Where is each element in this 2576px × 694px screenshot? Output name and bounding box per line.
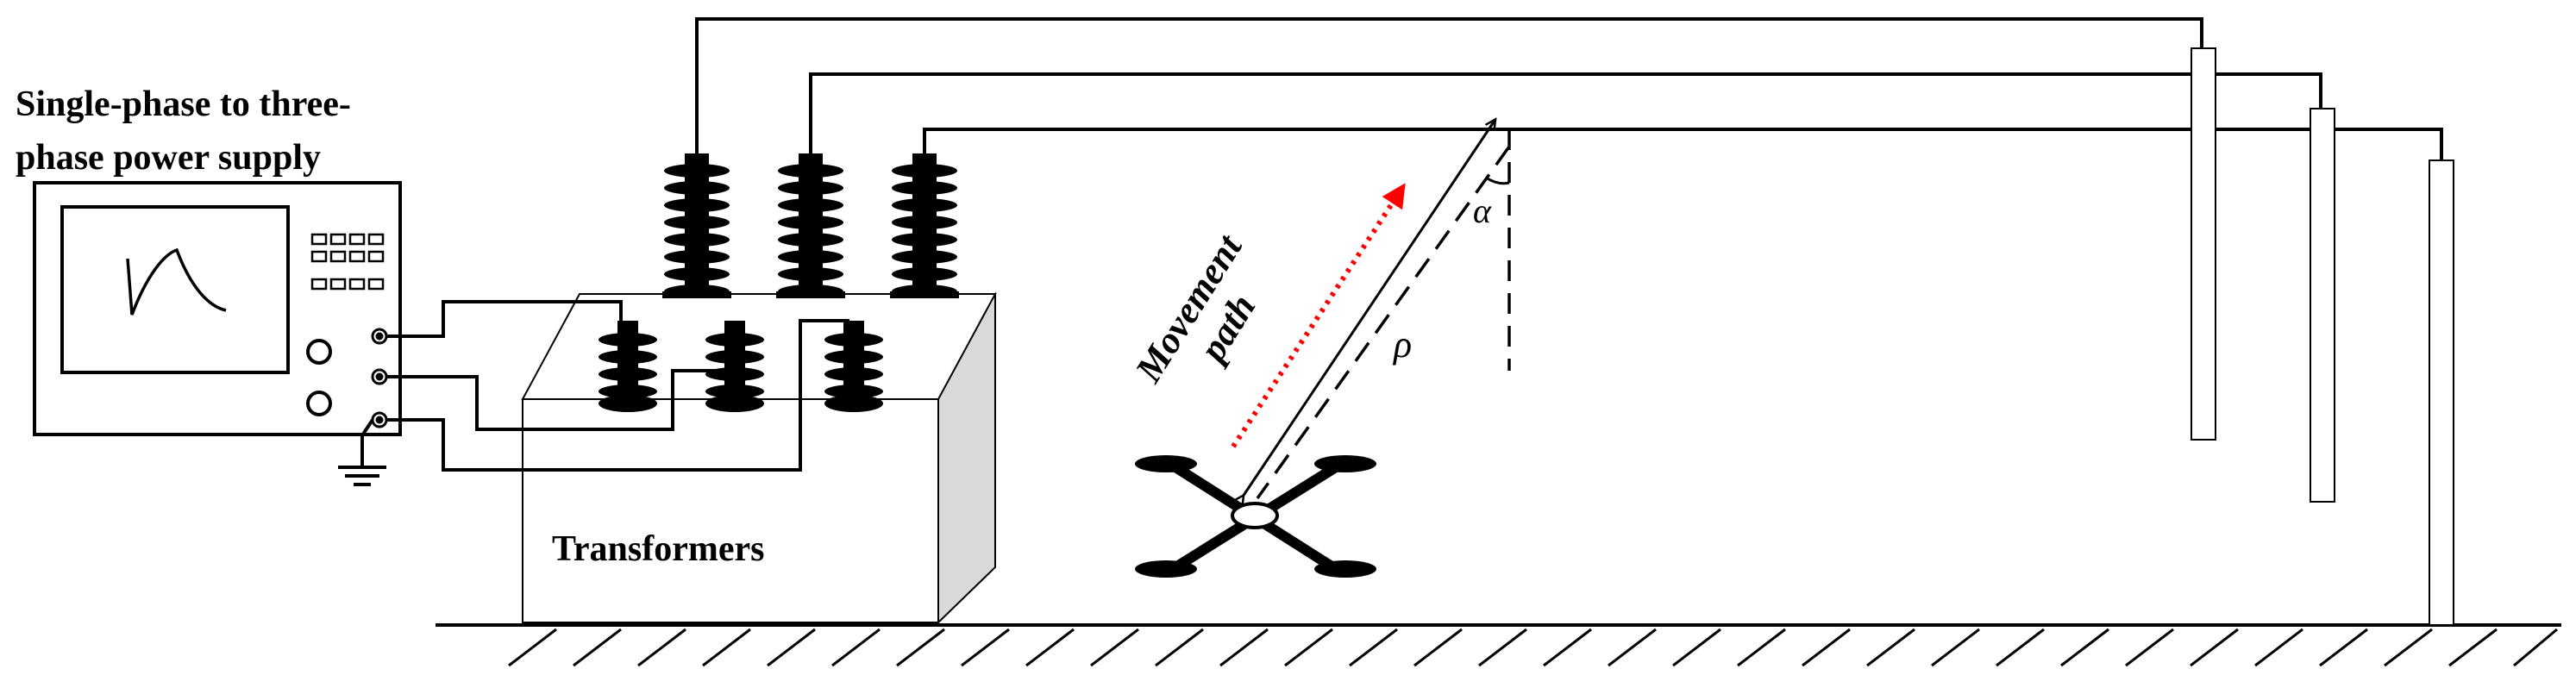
ground-icon — [338, 418, 386, 486]
transformers-label: Transformers — [552, 529, 764, 569]
distance-arrow — [1243, 121, 1495, 497]
drone-icon — [1135, 455, 1376, 578]
bushing-1 — [662, 153, 731, 298]
dial-knob-upper — [306, 339, 332, 365]
line-poles — [2191, 47, 2454, 626]
alpha-arc — [1485, 176, 1510, 185]
movement-path-label: Movement path — [1126, 226, 1263, 390]
supply-wiring — [386, 300, 849, 472]
oscilloscope-waveform-icon — [126, 247, 227, 316]
supply-label-line2: phase power supply — [16, 138, 321, 178]
overhead-lines — [695, 17, 2443, 160]
rho-dashed-line — [1256, 145, 1511, 500]
measurement-geometry — [1231, 121, 1511, 500]
output-terminals — [371, 328, 388, 428]
alpha-label: α — [1473, 191, 1492, 230]
pole-3 — [2429, 159, 2454, 626]
dial-knob-lower — [306, 391, 332, 416]
ground-plane — [436, 623, 2561, 667]
pole-1 — [2191, 47, 2216, 441]
keypad-buttons — [310, 233, 385, 291]
bushing-2 — [776, 153, 845, 298]
rho-label: ρ — [1392, 323, 1412, 366]
bushing-3 — [890, 153, 959, 298]
pole-2 — [2310, 108, 2335, 503]
movement-path-arrow — [1231, 183, 1406, 448]
supply-label-line1: Single-phase to three- — [16, 84, 351, 124]
power-supply-unit — [33, 181, 402, 436]
